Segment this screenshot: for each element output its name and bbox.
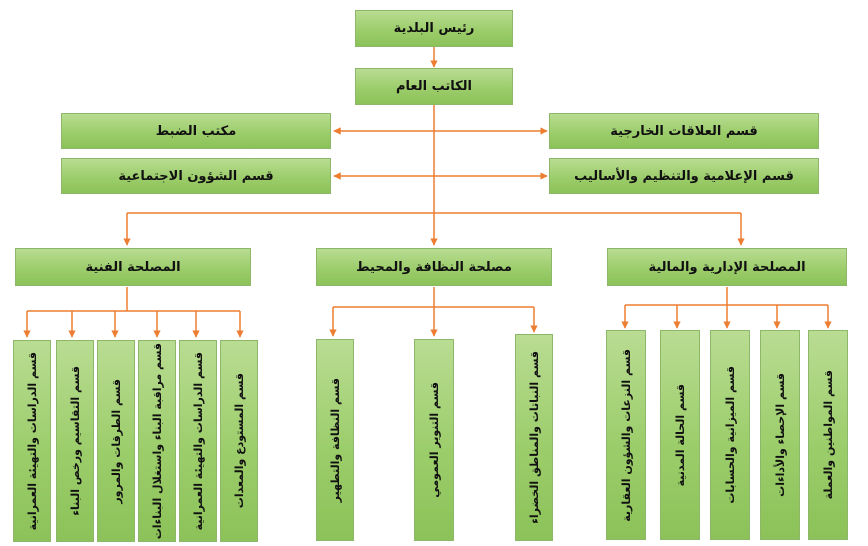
technical-unit-label: قسم الدراسات والتهيئة العمرانية (191, 351, 205, 531)
technical-unit-box: قسم الطرقات والمرور (97, 340, 135, 542)
admin-unit-label: قسم الإحصاء والأداءات (773, 373, 787, 497)
technical-unit-box: قسم المستودع والمعدات (220, 340, 258, 542)
technical-unit-label: قسم الطرقات والمرور (109, 378, 123, 504)
admin-unit-label: قسم النزعات والشؤون العقارية (619, 348, 633, 522)
cleanliness-unit-label: قسم التنوير العمومي (427, 382, 441, 498)
technical-service-box: المصلحة الفنية (15, 248, 251, 286)
technical-unit-box: قسم التقاسيم ورخص البناء (56, 340, 94, 542)
technical-unit-label: قسم مراقبة البناء واستغلال البناءات (150, 342, 164, 540)
admin-finance-service-box: المصلحة الإدارية والمالية (607, 248, 847, 286)
admin-unit-box: قسم الإحصاء والأداءات (760, 330, 800, 540)
informatics-label: قسم الإعلامية والتنظيم والأساليب (574, 168, 794, 184)
external-relations-label: قسم العلاقات الخارجية (610, 123, 758, 139)
technical-unit-label: قسم الدراسات والتهيئة العمرانية (25, 351, 39, 531)
secretary-label: الكاتب العام (395, 79, 473, 94)
admin-unit-box: قسم الحالة المدنية (660, 330, 700, 540)
technical-service-label: المصلحة الفنية (85, 259, 181, 275)
cleanliness-service-label: مصلحة النظافة والمحيط (356, 259, 512, 275)
external-relations-box: قسم العلاقات الخارجية (549, 113, 819, 149)
technical-unit-box: قسم الدراسات والتهيئة العمرانية (13, 340, 51, 542)
admin-unit-label: قسم المواطنين والعملة (821, 370, 835, 500)
cleanliness-service-box: مصلحة النظافة والمحيط (316, 248, 552, 286)
president-box: رئيس البلدية (355, 10, 513, 47)
informatics-box: قسم الإعلامية والتنظيم والأساليب (549, 158, 819, 194)
admin-unit-box: قسم النزعات والشؤون العقارية (606, 330, 646, 540)
admin-unit-label: قسم الميزانية والحسابات (723, 366, 737, 504)
cleanliness-unit-label: قسم النظافة والتطهير (328, 377, 342, 503)
social-affairs-label: قسم الشؤون الاجتماعية (118, 168, 274, 184)
admin-unit-box: قسم المواطنين والعملة (808, 330, 848, 540)
technical-unit-box: قسم الدراسات والتهيئة العمرانية (179, 340, 217, 542)
technical-unit-box: قسم مراقبة البناء واستغلال البناءات (138, 340, 176, 542)
technical-unit-label: قسم التقاسيم ورخص البناء (68, 366, 82, 516)
admin-finance-service-label: المصلحة الإدارية والمالية (648, 259, 806, 275)
secretary-box: الكاتب العام (355, 68, 513, 105)
cleanliness-unit-box: قسم النظافة والتطهير (316, 339, 354, 541)
technical-unit-label: قسم المستودع والمعدات (232, 373, 246, 509)
cleanliness-unit-box: قسم النباتات والمناطق الخضراء (515, 334, 553, 541)
social-affairs-box: قسم الشؤون الاجتماعية (61, 158, 331, 194)
control-office-box: مكتب الضبط (61, 113, 331, 149)
admin-unit-label: قسم الحالة المدنية (673, 383, 687, 487)
cleanliness-unit-label: قسم النباتات والمناطق الخضراء (527, 351, 541, 524)
admin-unit-box: قسم الميزانية والحسابات (710, 330, 750, 540)
president-label: رئيس البلدية (393, 21, 475, 36)
cleanliness-unit-box: قسم التنوير العمومي (414, 339, 454, 541)
control-office-label: مكتب الضبط (155, 123, 237, 139)
